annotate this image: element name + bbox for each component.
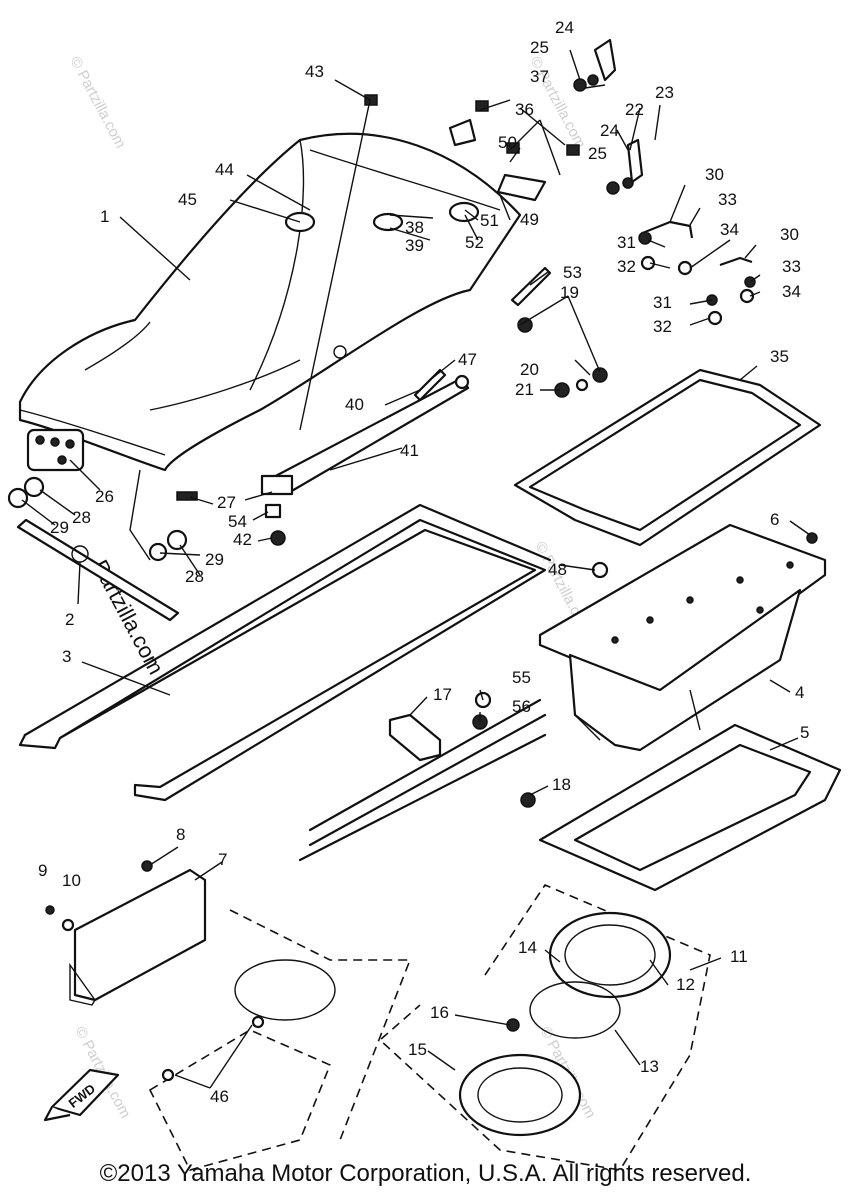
callout-46: 46 <box>210 1087 229 1106</box>
callout-25a: 25 <box>530 38 549 57</box>
copyright-notice: ©2013 Yamaha Motor Corporation, U.S.A. A… <box>99 1160 752 1187</box>
callout-30a: 30 <box>705 165 724 184</box>
callout-38: 38 <box>405 218 424 237</box>
callout-52: 52 <box>465 233 484 252</box>
callout-13: 13 <box>640 1057 659 1076</box>
screw-hole-icon <box>333 345 347 359</box>
callout-50: 50 <box>498 133 517 152</box>
callout-11: 11 <box>730 947 748 966</box>
callout-56: 56 <box>512 697 531 716</box>
hinge-part-26 <box>26 428 85 472</box>
callout-1: 1 <box>100 207 109 226</box>
ring-part-13 <box>529 981 621 1039</box>
callout-39: 39 <box>405 236 424 255</box>
callout-47: 47 <box>458 350 477 369</box>
callout-22: 22 <box>625 100 644 119</box>
callout-17: 17 <box>433 685 452 704</box>
callout-30b: 30 <box>780 225 799 244</box>
callout-42: 42 <box>233 530 252 549</box>
assembly-outline-lower <box>148 1029 332 1171</box>
callouts: 1 2 3 4 5 6 7 8 9 10 11 12 13 14 15 16 1… <box>38 18 809 1106</box>
callout-34b: 34 <box>782 282 801 301</box>
callout-9: 9 <box>38 861 47 880</box>
callout-45: 45 <box>178 190 197 209</box>
callout-4: 4 <box>795 683 804 702</box>
callout-48: 48 <box>548 560 567 579</box>
callout-32b: 32 <box>653 317 672 336</box>
callout-36: 36 <box>515 100 534 119</box>
bracket-part-17 <box>298 698 547 862</box>
callout-31b: 31 <box>653 293 672 312</box>
callout-21: 21 <box>515 380 534 399</box>
callout-20: 20 <box>520 360 539 379</box>
callout-44: 44 <box>215 160 234 179</box>
callout-35: 35 <box>770 347 789 366</box>
callout-25b: 25 <box>588 144 607 163</box>
callout-29a: 29 <box>50 518 69 537</box>
rod-part-41 <box>260 374 470 496</box>
callout-18: 18 <box>552 775 571 794</box>
callout-33b: 33 <box>782 257 801 276</box>
callout-28b: 28 <box>185 567 204 586</box>
gasket-part-5 <box>538 723 842 892</box>
callout-53: 53 <box>563 263 582 282</box>
callout-7: 7 <box>218 850 227 869</box>
callout-28a: 28 <box>72 508 91 527</box>
callout-2: 2 <box>65 610 74 629</box>
watermark-1: © Partzilla.com <box>66 54 128 151</box>
callout-54: 54 <box>228 512 247 531</box>
callout-31a: 31 <box>617 233 636 252</box>
callout-29b: 29 <box>205 550 224 569</box>
callout-37: 37 <box>530 67 549 86</box>
callout-5: 5 <box>800 723 809 742</box>
washers <box>7 476 188 562</box>
callout-26: 26 <box>95 487 114 506</box>
frame-part-3 <box>18 503 552 802</box>
cover-part-12 <box>548 911 672 999</box>
cover-part-15 <box>458 1053 582 1137</box>
gasket-part-35 <box>513 368 822 547</box>
callout-8: 8 <box>176 825 185 844</box>
callout-12: 12 <box>676 975 695 994</box>
callout-51: 51 <box>480 211 499 230</box>
callout-32a: 32 <box>617 257 636 276</box>
callout-10: 10 <box>62 871 81 890</box>
storage-box-part-4 <box>538 523 827 752</box>
callout-24a: 24 <box>555 18 574 37</box>
callout-15: 15 <box>408 1040 427 1059</box>
rail-part-2 <box>16 518 180 622</box>
callout-6: 6 <box>770 510 779 529</box>
callout-19: 19 <box>560 283 579 302</box>
callout-27: 27 <box>217 493 236 512</box>
callout-40: 40 <box>345 395 364 414</box>
callout-23: 23 <box>655 83 674 102</box>
callout-34a: 34 <box>720 220 739 239</box>
sheet-ellipse <box>234 959 336 1021</box>
callout-16: 16 <box>430 1003 449 1022</box>
leader-lines <box>21 49 811 1089</box>
hood-part-1 <box>18 132 522 472</box>
callout-3: 3 <box>62 647 71 666</box>
callout-49: 49 <box>520 210 539 229</box>
callout-14: 14 <box>518 938 537 957</box>
bracket-part-7 <box>69 868 207 1006</box>
callout-41: 41 <box>400 441 419 460</box>
callout-24b: 24 <box>600 121 619 140</box>
callout-55: 55 <box>512 668 531 687</box>
callout-33a: 33 <box>718 190 737 209</box>
assembly-outline-center <box>229 909 412 1141</box>
assembly-outline-11 <box>378 884 711 1171</box>
callout-43: 43 <box>305 62 324 81</box>
